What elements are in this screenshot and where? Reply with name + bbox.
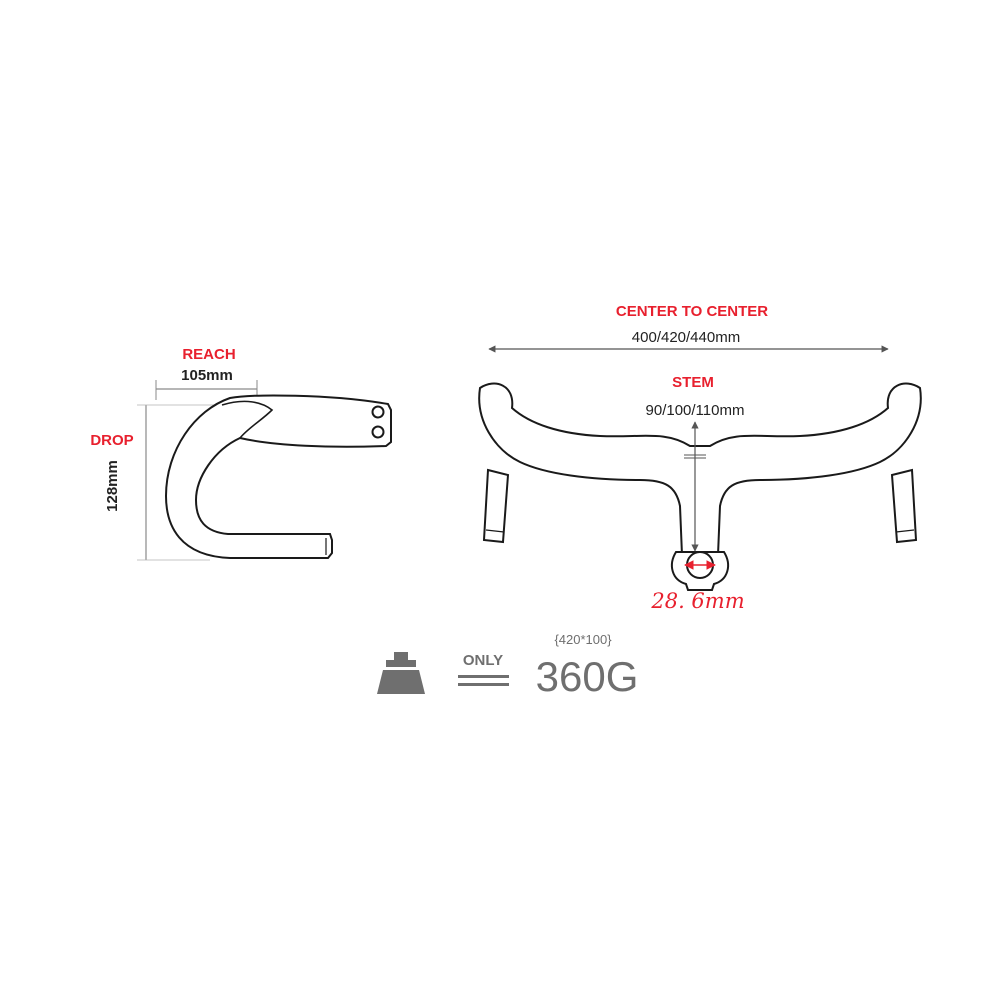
reach-label: REACH [182,346,235,363]
center-to-center-value: 400/420/440mm [632,329,740,346]
handlebar-side-profile [164,394,392,559]
left-drop-end [482,468,510,544]
right-drop-end [890,468,918,544]
side-view: REACH 105mm DROP 128mm [90,346,392,561]
drop-value: 128mm [104,460,121,512]
reach-value: 105mm [181,367,233,384]
weight-icon [377,652,425,694]
handlebar-front-profile [478,382,922,556]
center-to-center-label: CENTER TO CENTER [616,303,768,320]
front-view: CENTER TO CENTER 400/420/440mm STEM 90/1… [478,303,922,613]
clamp-diameter-value: 28. 6mm [650,589,744,613]
weight-value: 360G [536,653,639,700]
weight-badge: ONLY {420*100} 360G [377,632,638,700]
only-label: ONLY [463,652,503,669]
equals-icon [458,675,509,686]
stem-label: STEM [672,374,714,391]
stem-value: 90/100/110mm [646,402,745,419]
size-note: {420*100} [554,632,612,647]
bolt-icon [371,425,385,439]
bolt-icon [371,405,385,419]
drop-label: DROP [90,432,133,449]
